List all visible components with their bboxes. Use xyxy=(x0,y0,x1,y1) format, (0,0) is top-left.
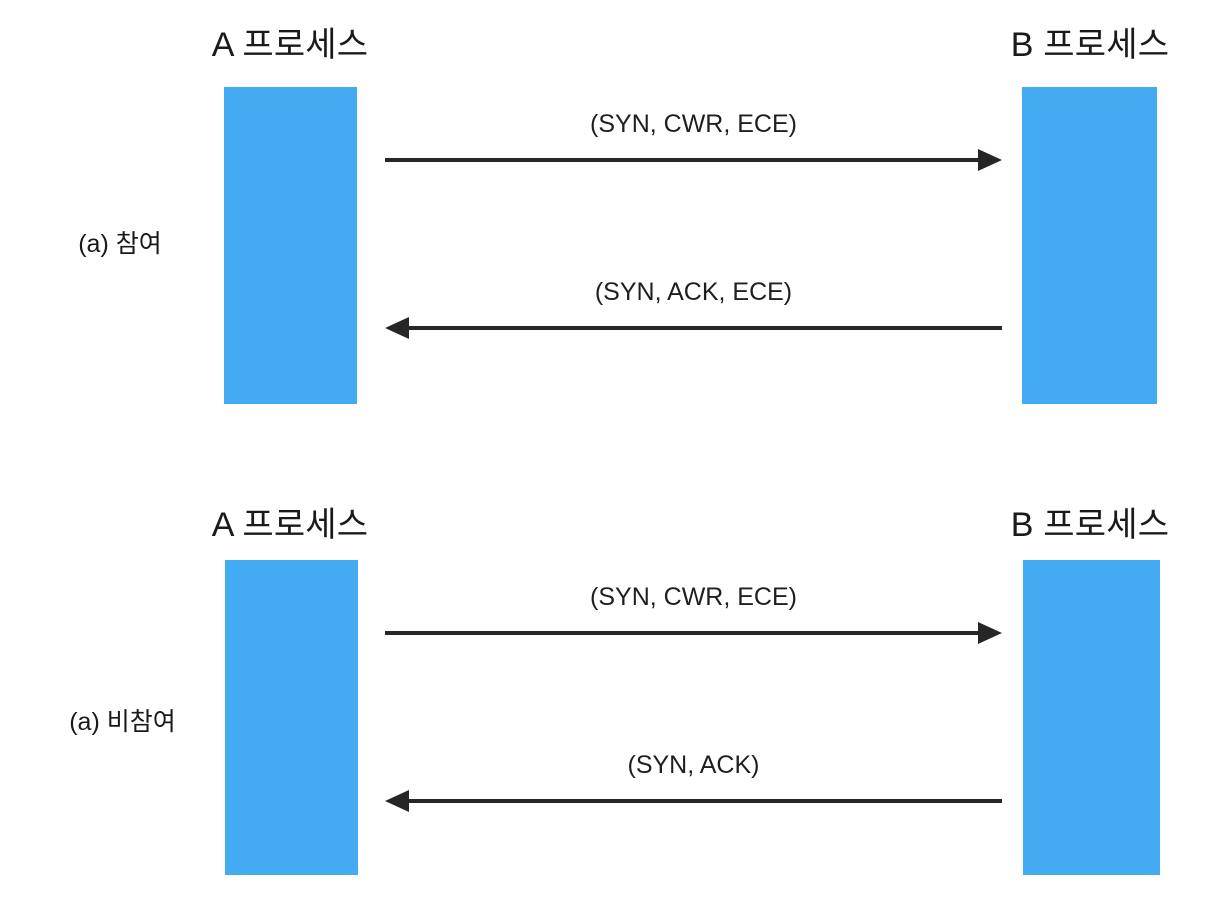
diagram-caption: (a) 비참여 xyxy=(69,708,176,736)
actor-title-left: A 프로세스 xyxy=(211,506,369,544)
message-label: (SYN, CWR, ECE) xyxy=(590,110,797,138)
actor-title-left: A 프로세스 xyxy=(211,26,369,64)
message-label: (SYN, ACK) xyxy=(627,751,760,779)
message-label: (SYN, CWR, ECE) xyxy=(590,583,797,611)
arrow-left-icon xyxy=(385,316,1002,340)
message-row: (SYN, ACK, ECE) xyxy=(385,280,1002,340)
arrow-right-icon xyxy=(385,148,1002,172)
message-label: (SYN, ACK, ECE) xyxy=(594,278,793,306)
lifeline-bar-left xyxy=(225,560,358,875)
lifeline-bar-left xyxy=(224,87,357,404)
diagram-nonparticipating: A 프로세스 B 프로세스 (a) 비참여 (SYN, CWR, ECE) (S… xyxy=(0,473,1214,900)
message-row: (SYN, CWR, ECE) xyxy=(385,585,1002,645)
diagram-participating: A 프로세스 B 프로세스 (a) 참여 (SYN, CWR, ECE) (SY… xyxy=(78,26,1170,404)
lifeline-bar-right xyxy=(1022,87,1157,404)
arrow-right-icon xyxy=(385,621,1002,645)
message-row: (SYN, CWR, ECE) xyxy=(385,112,1002,172)
message-row: (SYN, ACK) xyxy=(385,753,1002,813)
arrow-left-icon xyxy=(385,789,1002,813)
actor-title-right: B 프로세스 xyxy=(1010,506,1170,544)
actor-title-right: B 프로세스 xyxy=(1010,26,1170,64)
lifeline-bar-right xyxy=(1023,560,1160,875)
diagram-caption: (a) 참여 xyxy=(78,230,162,258)
